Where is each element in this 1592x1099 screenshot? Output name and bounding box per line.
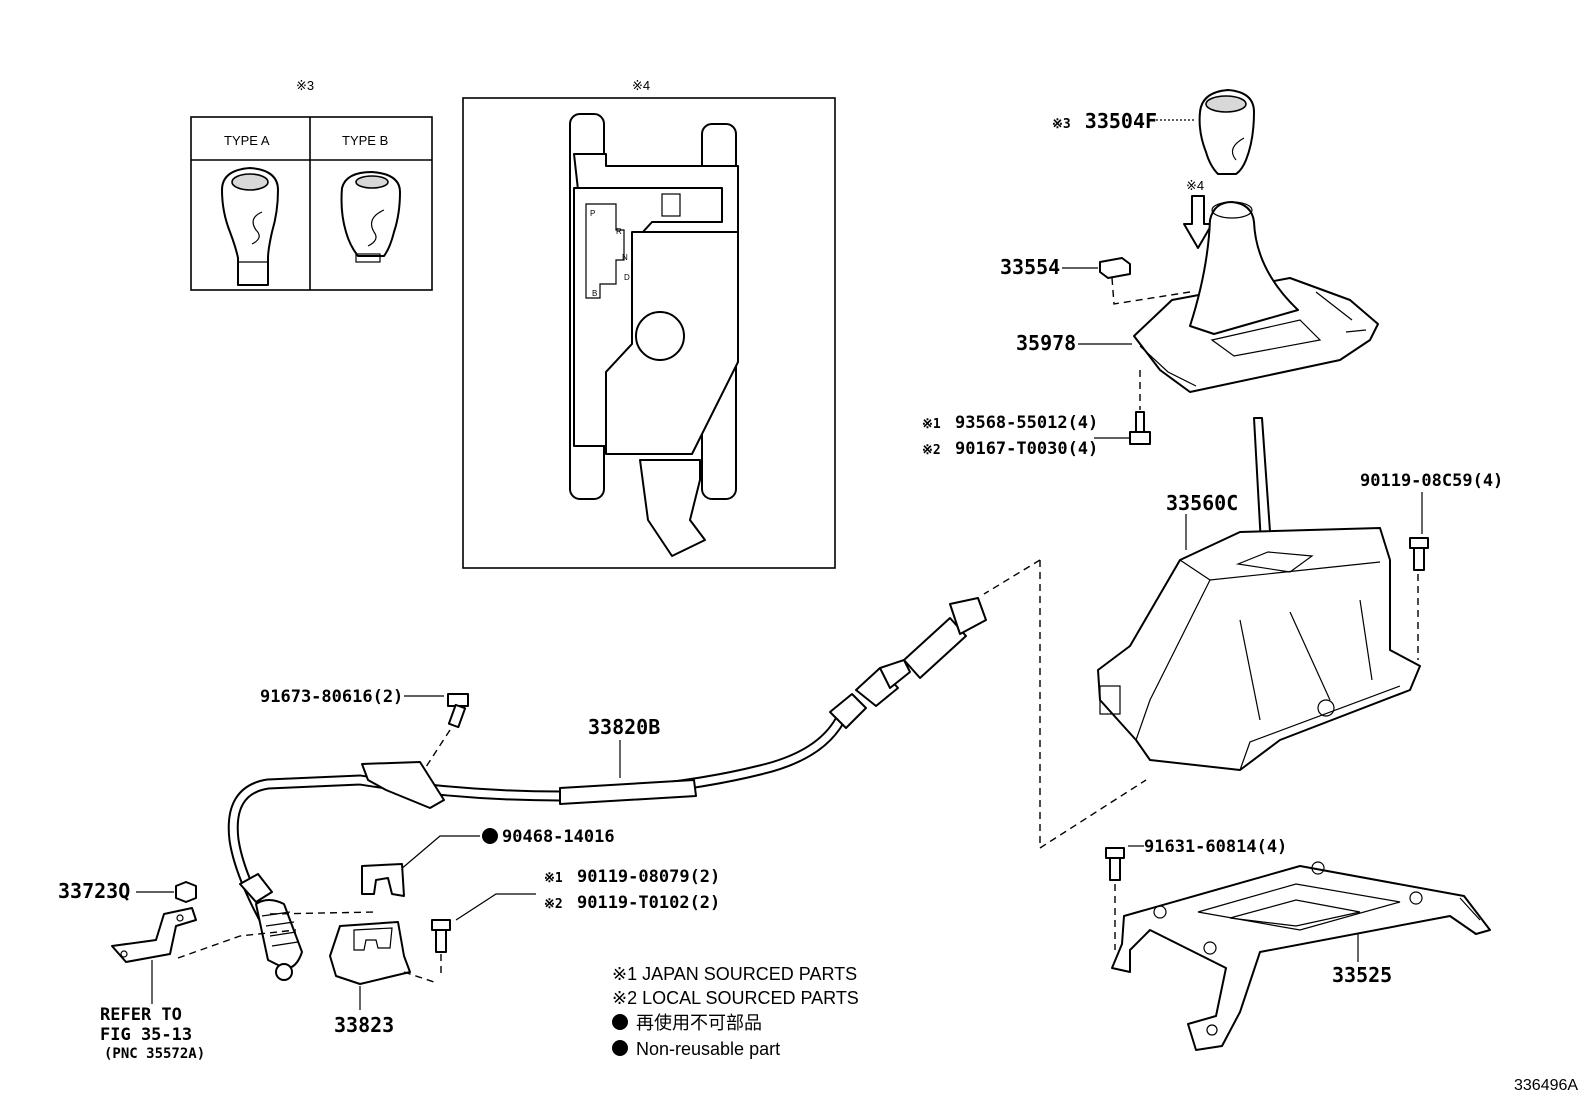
shift-cable-callout: 33820B [227, 597, 987, 981]
screw-b-marker: ※2 [922, 443, 941, 458]
shift-gate-inset: ※4 P R N D B [462, 78, 836, 569]
legend-bullet-2 [612, 1040, 628, 1056]
shift-lever-part-number: 33560C [1166, 491, 1238, 515]
gate-plate-drawing: P R N D B [569, 113, 739, 557]
screw-b-part-number: 90167-T0030(4) [955, 439, 1098, 459]
retainer-part-number: 90468-14016 [502, 827, 615, 847]
bracket-bolt-b-marker: ※2 [544, 897, 563, 912]
legend-non-reusable-jp: 再使用不可部品 [636, 1013, 762, 1033]
gate-letter-b: B [592, 289, 597, 298]
bracket-bolt-callouts: ※1 90119-08079(2) ※2 90119-T0102(2) [431, 867, 720, 978]
cable-part-number: 33820B [588, 715, 660, 739]
view-arrow-marker: ※4 [1186, 178, 1204, 193]
svg-text:※2 90119-T0102(2): ※2 90119-T0102(2) [544, 893, 720, 913]
bracket-bolt-drawing [431, 919, 451, 953]
gate-letter-d: D [624, 273, 630, 282]
refer-line-2: FIG 35-13 [100, 1025, 192, 1045]
cable-bracket-callout: 33823 [269, 911, 435, 1037]
base-part-number: 33525 [1332, 963, 1392, 987]
bracket-bolt-b-part-number: 90119-T0102(2) [577, 893, 720, 913]
refer-line-1: REFER TO [100, 1005, 182, 1025]
gate-letter-p: P [590, 209, 595, 218]
bracket-part-number: 33823 [334, 1013, 394, 1037]
type-a-label: TYPE A [224, 133, 270, 148]
figure-id: 336496A [1514, 1077, 1578, 1094]
refer-bracket-callout: REFER TO FIG 35-13 (PNC 35572A) [100, 907, 297, 1062]
svg-text:※2 90167-T0030(4): ※2 90167-T0030(4) [922, 439, 1098, 459]
retainer-callout: 90468-14016 [361, 827, 615, 897]
lever-bolt-drawing [1409, 537, 1429, 571]
clip-part-number: 33554 [1000, 255, 1060, 279]
base-bolt-callout: 91631-60814(4) [1105, 837, 1287, 950]
bezel-screw-drawing [1129, 411, 1151, 445]
nut-drawing [175, 881, 197, 903]
nut-part-number: 33723Q [58, 879, 130, 903]
cable-bracket-bolt-part-number: 91673-80616(2) [260, 687, 403, 707]
gate-letter-r: R [616, 227, 622, 236]
inset-gate-marker: ※4 [632, 78, 650, 93]
cable-bracket-bolt-callout: 91673-80616(2) [260, 687, 469, 771]
gate-letter-n: N [622, 253, 628, 262]
base-bolt-part-number: 91631-60814(4) [1144, 837, 1287, 857]
shift-lever-callout: 33560C [983, 417, 1421, 850]
knob-type-inset: ※3 TYPE A TYPE B [190, 78, 433, 291]
legend-local-sourced: ※2 LOCAL SOURCED PARTS [612, 988, 859, 1008]
bracket-bolt-a-marker: ※1 [544, 871, 563, 886]
base-bracket-drawing [1111, 861, 1491, 1051]
lever-bolt-part-number: 90119-08C59(4) [1360, 471, 1503, 491]
svg-text:※1 90119-08079(2): ※1 90119-08079(2) [544, 867, 720, 887]
svg-text:※1 93568-55012(4): ※1 93568-55012(4) [922, 413, 1098, 433]
knob-marker: ※3 [1052, 117, 1071, 132]
bezel-screw-callouts: ※1 93568-55012(4) ※2 90167-T0030(4) [922, 411, 1151, 459]
shift-knob-drawing [1198, 89, 1255, 175]
legend-japan-sourced: ※1 JAPAN SOURCED PARTS [612, 964, 857, 984]
lever-bolt-callout: 90119-08C59(4) [1360, 471, 1503, 660]
view-arrow: ※4 [1183, 178, 1213, 249]
legend-non-reusable-en: Non-reusable part [636, 1039, 780, 1059]
refer-bracket-drawing [111, 907, 197, 963]
shift-lever-drawing [1097, 417, 1421, 771]
shift-knob-callout: ※3 33504F [1052, 89, 1255, 175]
screw-a-marker: ※1 [922, 417, 941, 432]
shift-bezel-drawing [1133, 201, 1379, 393]
bezel-part-number: 35978 [1016, 331, 1076, 355]
bracket-bolt-a-part-number: 90119-08079(2) [577, 867, 720, 887]
base-bolt-drawing [1105, 847, 1125, 881]
knob-type-a-drawing [221, 167, 279, 286]
notes-legend: ※1 JAPAN SOURCED PARTS ※2 LOCAL SOURCED … [612, 964, 859, 1059]
shift-bezel-callout: 35978 [1016, 201, 1379, 410]
non-reusable-marker [482, 828, 498, 844]
cable-bracket-bolt-drawing [447, 693, 469, 729]
knob-part-number: 33504F [1085, 109, 1157, 133]
nut-callout: 33723Q [58, 879, 197, 903]
shift-cable-drawing [227, 597, 987, 981]
refer-line-3: (PNC 35572A) [104, 1046, 205, 1062]
svg-text:※3 33504F: ※3 33504F [1052, 109, 1157, 133]
cable-bracket-drawing [329, 921, 411, 985]
clip-callout: 33554 [1000, 255, 1191, 305]
type-b-label: TYPE B [342, 133, 388, 148]
base-bracket-callout: 33525 [1111, 861, 1491, 1051]
knob-type-b-drawing [340, 171, 401, 263]
retainer-drawing [361, 863, 405, 897]
inset-type-marker: ※3 [296, 78, 314, 93]
screw-a-part-number: 93568-55012(4) [955, 413, 1098, 433]
legend-bullet-1 [612, 1014, 628, 1030]
